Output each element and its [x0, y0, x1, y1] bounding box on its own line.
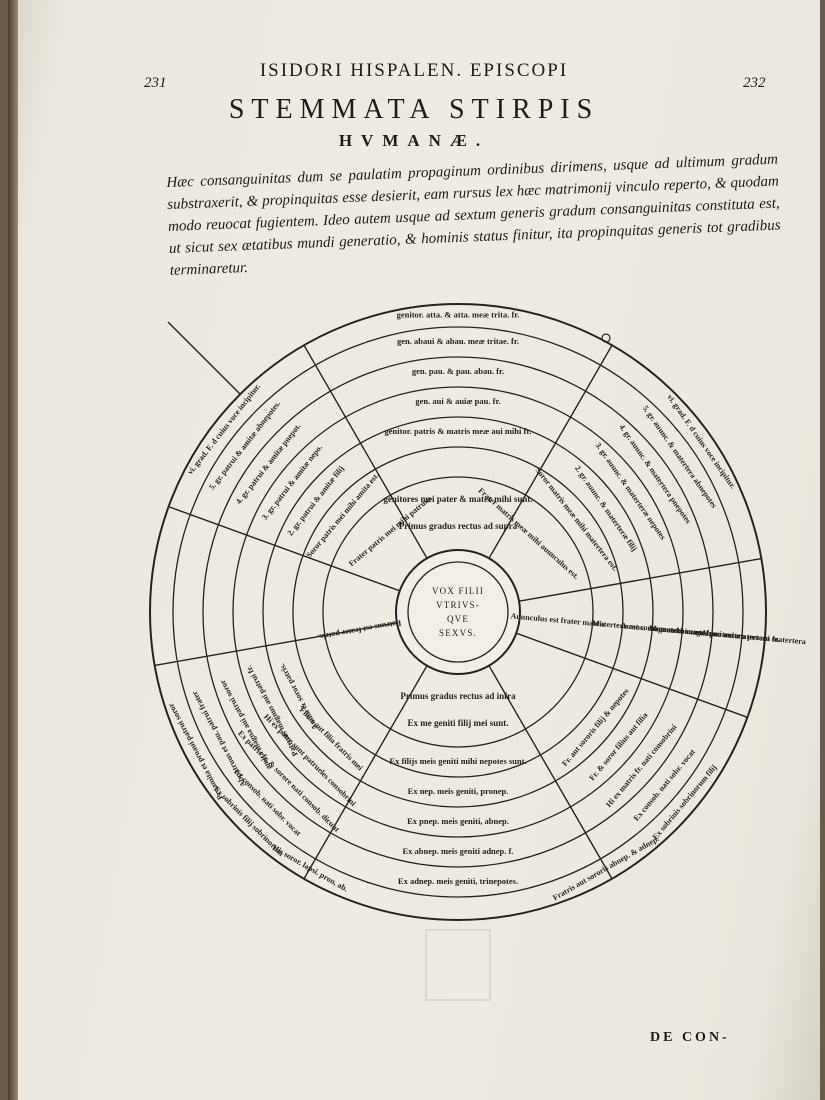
- wheel-divider: [518, 557, 762, 602]
- top-stack-label: genitores mei pater & mater mihi sunt.: [383, 494, 532, 504]
- upper-right-label: Soror matris meæ mihi matertera est.: [534, 466, 620, 573]
- page-title: STEMMATA STIRPIS: [228, 94, 600, 125]
- top-stack-label: gen. aui & auiæ pau. fr.: [415, 396, 500, 406]
- wheel-ring: [232, 386, 684, 838]
- left-stack-label: Patruus est frater patris.: [317, 618, 402, 642]
- top-stack-label: gen. abaui & abau. meæ tritae. fr.: [397, 336, 519, 346]
- pointer-circle: [601, 333, 611, 343]
- wheel-ring: [172, 326, 744, 898]
- book-spine-shadow: [8, 0, 18, 1100]
- consanguinity-wheel-diagram: VOX FILII VTRIVS- QVE SEXVS. genitor. atta. …: [149, 303, 806, 1001]
- book-page: 231 ISIDORI HISPALEN. EPISCOPI 232 STEMM…: [8, 0, 820, 1100]
- upper-right-label: vi. grad. F. d cuius voce incipitur.: [665, 393, 737, 491]
- wheel-divider: [303, 344, 428, 559]
- bottom-stack-label: Ex filijs meis geniti mihi nepotes sunt.: [389, 756, 526, 766]
- lower-right-label: Hi ex matris fr. nati consobrini: [604, 722, 679, 809]
- wheel-ring: [202, 356, 714, 868]
- wheel-ring: [149, 303, 767, 921]
- center-label: VOX FILII: [432, 586, 484, 596]
- catchword: DE CON-: [650, 1030, 730, 1045]
- bottom-stack-label: Primus gradus rectus ad infra: [400, 691, 516, 701]
- top-stack-label: genitor. patris & matris meæ aui mihi fr…: [385, 426, 532, 436]
- center-label: VTRIVS-: [436, 600, 480, 610]
- upper-right-label: 3. gr. auunc. & materteræ nepotes: [594, 441, 668, 541]
- top-stack-label: Primus gradus rectus ad supra: [399, 521, 518, 531]
- center-inner-ring: [407, 561, 509, 663]
- wheel-divider: [516, 632, 748, 719]
- upper-left-label: 5. gr. patrui & amitæ abnepotes.: [207, 399, 282, 492]
- bottom-stack-label: Ex adnep. meis geniti, trinepotes.: [398, 876, 518, 886]
- center-label: SEXVS.: [439, 628, 477, 638]
- wheel-ring: [292, 446, 624, 778]
- right-stack-label: Matertera est soror matris: [592, 619, 683, 636]
- page-number-right: 232: [743, 75, 766, 91]
- pointer-line: [167, 321, 241, 395]
- page-number-left: 231: [144, 75, 167, 91]
- upper-left-label: 4. gr. patrui & amitæ pnepot.: [234, 422, 302, 506]
- bottom-stack-label: Ex pnep. meis geniti, abnep.: [407, 816, 509, 826]
- top-stack-label: gen. pau. & pau. abau. fr.: [412, 366, 504, 376]
- bottom-stack-label: Ex abnep. meis geniti adnep. f.: [403, 846, 514, 856]
- faint-pedestal: [425, 929, 491, 1001]
- page-subtitle: HVMANÆ.: [338, 131, 490, 150]
- lower-left-label: His soror. lapsi. pron. ab.: [271, 843, 350, 894]
- wheel-ring: [395, 549, 521, 675]
- wheel-ring: [322, 476, 594, 748]
- wheel-divider: [168, 506, 400, 592]
- wheel-divider: [303, 665, 428, 880]
- upper-right-label: 4. gr. auunc. & matertera pnepotes: [617, 423, 693, 525]
- wheel-divider: [154, 622, 398, 667]
- wheel-divider: [488, 665, 613, 880]
- lower-right-label: Fr. aut sororis filij & nepotes: [560, 687, 630, 768]
- center-label: QVE: [447, 614, 469, 624]
- bottom-stack-label: Ex nep. meis geniti, pronep.: [408, 786, 509, 796]
- right-stack-label: Auunculus est frater matris: [510, 611, 605, 628]
- lower-right-label: Fratris aut sororis abnep. & adnep.: [551, 834, 660, 902]
- wheel-divider: [488, 344, 613, 559]
- wheel-ring: [262, 416, 654, 808]
- bottom-stack-label: Ex me geniti filij mei sunt.: [408, 718, 509, 728]
- lower-right-label: Ex sobrinis sobrinorum filij: [651, 763, 719, 842]
- top-stack-label: genitor. atta. & atta. meæ trita. fr.: [397, 309, 520, 319]
- running-head: ISIDORI HISPALEN. EPISCOPI: [259, 60, 569, 81]
